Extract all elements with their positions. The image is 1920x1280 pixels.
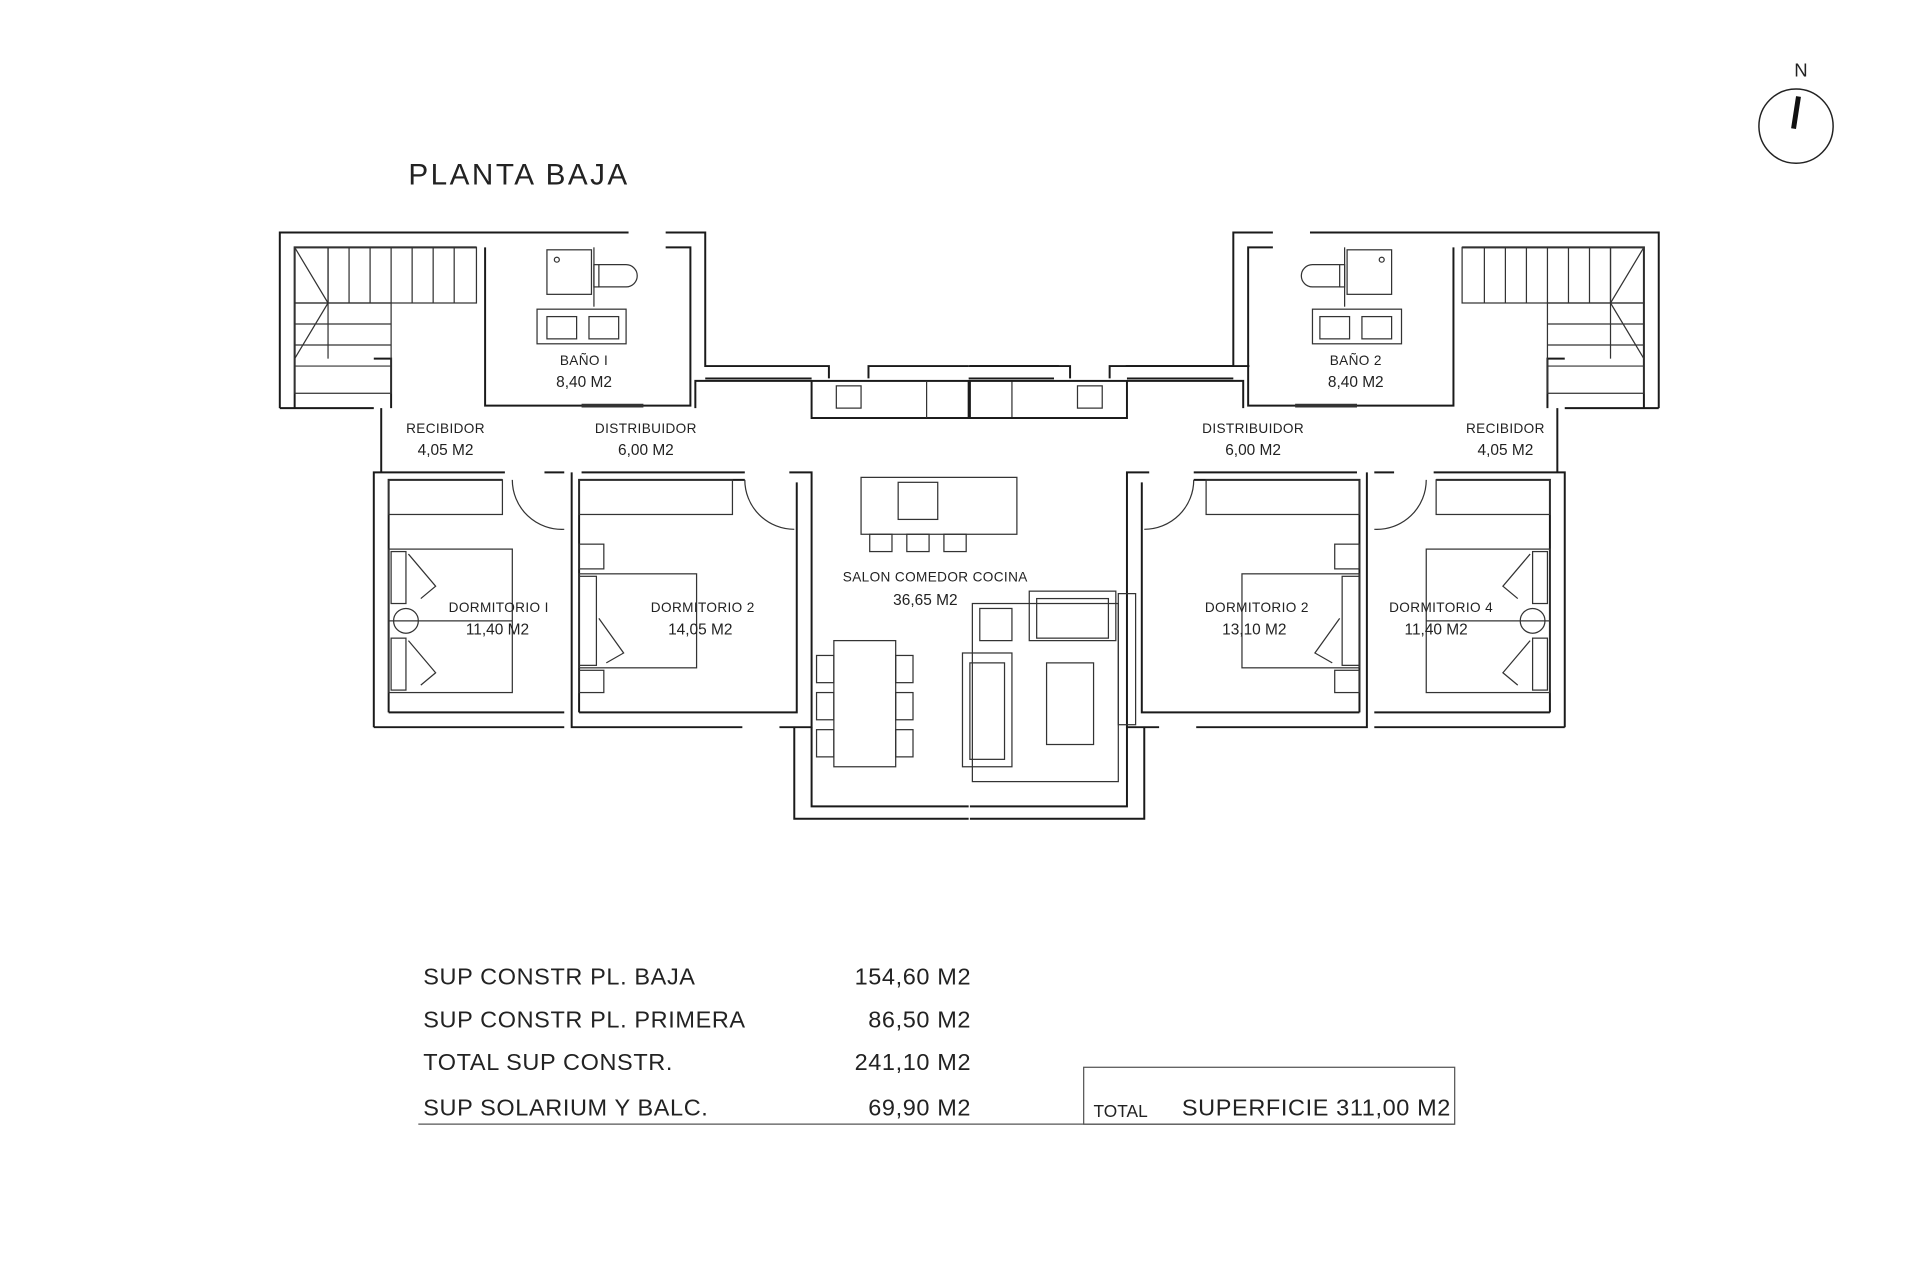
room-bano-1: BAÑO I 8,40 M2 [556, 353, 612, 391]
svg-text:8,40 M2: 8,40 M2 [556, 374, 612, 391]
summary-row: SUP CONSTR PL. PRIMERA 86,50 M2 [423, 1007, 971, 1033]
svg-text:DORMITORIO I: DORMITORIO I [449, 600, 549, 615]
plan-right-wing [924, 230, 1661, 821]
room-dormitorio-4: DORMITORIO 4 11,40 M2 [1389, 600, 1493, 638]
summary-row: TOTAL SUP CONSTR. 241,10 M2 [423, 1049, 972, 1075]
svg-text:11,40 M2: 11,40 M2 [466, 621, 529, 638]
svg-text:BAÑO 2: BAÑO 2 [1330, 353, 1382, 368]
svg-text:SUP CONSTR PL. PRIMERA: SUP CONSTR PL. PRIMERA [423, 1007, 745, 1033]
svg-text:DISTRIBUIDOR: DISTRIBUIDOR [595, 421, 697, 436]
total-superficie: TOTAL SUPERFICIE 311,00 M2 [1094, 1095, 1451, 1121]
summary-row: SUP CONSTR PL. BAJA 154,60 M2 [423, 963, 972, 989]
svg-text:SUP SOLARIUM Y BALC.: SUP SOLARIUM Y BALC. [423, 1095, 708, 1121]
svg-text:241,10 M2: 241,10 M2 [855, 1049, 972, 1075]
svg-text:6,00 M2: 6,00 M2 [618, 442, 674, 459]
room-recibidor-right: RECIBIDOR 4,05 M2 [1466, 421, 1545, 459]
svg-text:SUP CONSTR PL. BAJA: SUP CONSTR PL. BAJA [423, 963, 695, 989]
room-distribuidor-right: DISTRIBUIDOR 6,00 M2 [1202, 421, 1304, 459]
north-label: N [1794, 60, 1807, 81]
svg-text:86,50 M2: 86,50 M2 [868, 1007, 971, 1033]
svg-text:DORMITORIO 2: DORMITORIO 2 [1205, 600, 1309, 615]
room-dormitorio-2-left: DORMITORIO 2 14,05 M2 [651, 600, 755, 638]
svg-text:RECIBIDOR: RECIBIDOR [406, 421, 485, 436]
room-recibidor-left: RECIBIDOR 4,05 M2 [406, 421, 485, 459]
svg-text:11,40 M2: 11,40 M2 [1405, 621, 1468, 638]
svg-text:DORMITORIO 2: DORMITORIO 2 [651, 600, 755, 615]
svg-text:14,05 M2: 14,05 M2 [668, 621, 732, 638]
living-furniture [815, 476, 1137, 783]
room-bano-2: BAÑO 2 8,40 M2 [1328, 353, 1384, 391]
svg-text:RECIBIDOR: RECIBIDOR [1466, 421, 1545, 436]
svg-text:6,00 M2: 6,00 M2 [1225, 442, 1281, 459]
room-distribuidor-left: DISTRIBUIDOR 6,00 M2 [595, 421, 697, 459]
svg-text:BAÑO I: BAÑO I [560, 353, 608, 368]
area-summary-table: SUP CONSTR PL. BAJA 154,60 M2 SUP CONSTR … [418, 963, 1456, 1125]
north-arrow-icon [1758, 88, 1834, 164]
svg-text:4,05 M2: 4,05 M2 [1478, 442, 1534, 459]
room-salon-comedor-cocina: SALON COMEDOR COCINA 36,65 M2 [843, 569, 1028, 608]
plan-left-wing [277, 230, 1014, 821]
svg-text:TOTAL: TOTAL [1094, 1101, 1149, 1121]
svg-text:DISTRIBUIDOR: DISTRIBUIDOR [1202, 421, 1304, 436]
room-dormitorio-1: DORMITORIO I 11,40 M2 [449, 600, 549, 638]
svg-text:SUPERFICIE 311,00 M2: SUPERFICIE 311,00 M2 [1182, 1095, 1451, 1121]
plan-title: PLANTA BAJA [408, 158, 629, 191]
svg-text:36,65 M2: 36,65 M2 [893, 592, 957, 609]
summary-row: SUP SOLARIUM Y BALC. 69,90 M2 [423, 1095, 971, 1121]
svg-text:8,40 M2: 8,40 M2 [1328, 374, 1384, 391]
svg-text:13,10 M2: 13,10 M2 [1222, 621, 1286, 638]
svg-text:154,60 M2: 154,60 M2 [855, 963, 972, 989]
svg-text:SALON COMEDOR COCINA: SALON COMEDOR COCINA [843, 569, 1028, 584]
svg-text:TOTAL SUP CONSTR.: TOTAL SUP CONSTR. [423, 1049, 673, 1075]
svg-text:69,90 M2: 69,90 M2 [868, 1095, 971, 1121]
svg-text:DORMITORIO 4: DORMITORIO 4 [1389, 600, 1493, 615]
svg-text:4,05 M2: 4,05 M2 [418, 442, 474, 459]
room-dormitorio-2-right: DORMITORIO 2 13,10 M2 [1205, 600, 1309, 638]
